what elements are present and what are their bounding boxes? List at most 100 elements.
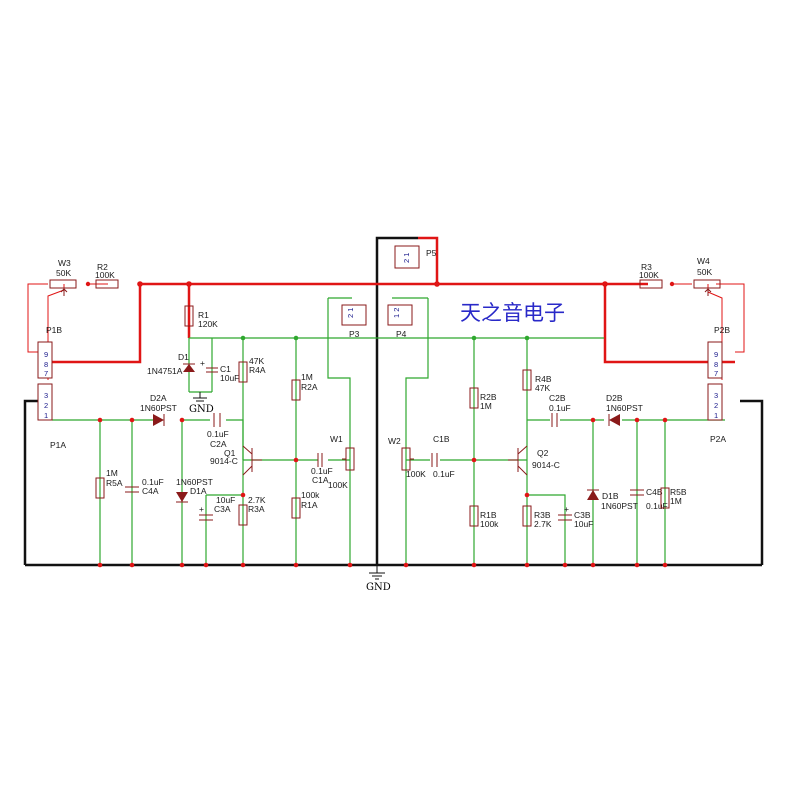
p2b-label: P2B xyxy=(714,325,730,335)
p4-label: P4 xyxy=(396,329,407,339)
p1b-pin-9: 9 xyxy=(44,350,48,359)
q1-label: Q1 xyxy=(224,448,236,458)
c1a-label: C1A xyxy=(312,475,329,485)
schematic-title: 天之音电子 xyxy=(460,301,565,325)
pot-w4: W4 50K xyxy=(693,256,721,296)
r3b-label: R3B xyxy=(534,510,551,520)
r1a-value: 100k xyxy=(301,490,320,500)
w3-label: W3 xyxy=(58,258,71,268)
r4a-label: R4A xyxy=(249,365,266,375)
connector-p5: 2 1 P5 xyxy=(394,245,437,269)
d2b-value: 1N60PST xyxy=(606,403,643,413)
gnd-symbol-bottom: GND xyxy=(366,565,391,593)
p1a-pin-1: 1 xyxy=(44,411,48,420)
r2b-label: R2B xyxy=(480,392,497,402)
w1-value: 100K xyxy=(328,480,348,490)
resistor-r3b: R3B 2.7K xyxy=(522,505,552,529)
resistor-r1: R1 120K xyxy=(184,305,218,329)
q2-label: Q2 xyxy=(537,448,549,458)
resistor-r2a: 1M R2A xyxy=(291,372,318,401)
resistor-r2: R2 100K xyxy=(95,262,119,289)
gnd-label-left: GND xyxy=(189,404,214,415)
connector-p3: 2 1 P3 xyxy=(341,304,367,339)
r1-label: R1 xyxy=(198,310,209,320)
d2b-label: D2B xyxy=(606,393,623,403)
signal-wiring xyxy=(52,297,725,565)
cap-c1b: C1B 0.1uF xyxy=(431,434,455,479)
resistor-r5b: R5B 1M xyxy=(660,487,687,509)
r5a-label: R5A xyxy=(106,478,123,488)
rail-junctions xyxy=(85,281,675,287)
r2-label: R2 xyxy=(97,262,108,272)
p1b-label: P1B xyxy=(46,325,62,335)
r1a-label: R1A xyxy=(301,500,318,510)
r3-label: R3 xyxy=(641,262,652,272)
r4b-label: R4B xyxy=(535,374,552,384)
r2b-value: 1M xyxy=(480,401,492,411)
c1b-value: 0.1uF xyxy=(433,469,455,479)
cap-c2a: 0.1uF C2A xyxy=(207,413,229,449)
c1-value: 10uF xyxy=(220,373,239,383)
divider-red-wires xyxy=(27,283,745,380)
connector-p2b: 9 8 7 P2B xyxy=(707,325,730,379)
bottom-junctions xyxy=(97,562,668,568)
r2a-label: R2A xyxy=(301,382,318,392)
c1b-label: C1B xyxy=(433,434,450,444)
c3b-value: 10uF xyxy=(574,519,593,529)
connector-p4: 1 2 P4 xyxy=(387,304,413,339)
cap-c3a: + 10uF C3A xyxy=(199,495,235,521)
diode-d2a: D2A 1N60PST xyxy=(140,393,177,426)
r3-value: 100K xyxy=(639,270,659,280)
r1b-label: R1B xyxy=(480,510,497,520)
connector-p2a: 3 2 1 P2A xyxy=(707,383,726,444)
d1-value: 1N4751A xyxy=(147,366,183,376)
d1-label: D1 xyxy=(178,352,189,362)
p2a-pin-3: 3 xyxy=(714,391,718,400)
transistor-q2: Q2 9014-C xyxy=(508,445,560,476)
resistor-r3: R3 100K xyxy=(639,262,663,289)
gnd-symbol-left: GND xyxy=(189,392,214,415)
r3a-label: R3A xyxy=(248,504,265,514)
r5b-value: 1M xyxy=(670,496,682,506)
w4-value: 50K xyxy=(697,267,712,277)
c4a-label: C4A xyxy=(142,486,159,496)
diode-d1a: 1N60PST D1A xyxy=(176,477,213,503)
cap-c4a: 0.1uF C4A xyxy=(125,477,164,496)
p3-pins: 2 1 xyxy=(346,308,355,318)
d2a-label: D2A xyxy=(150,393,167,403)
c3b-label: C3B xyxy=(574,510,591,520)
p1a-label: P1A xyxy=(50,440,66,450)
svg-text:+: + xyxy=(200,358,205,368)
gnd-label-bottom: GND xyxy=(366,582,391,593)
pot-w3: W3 50K xyxy=(49,258,77,296)
w1-label: W1 xyxy=(330,434,343,444)
cap-c1: + C1 10uF xyxy=(200,358,239,383)
d1b-label: D1B xyxy=(602,491,619,501)
pot-w2: W2 100K xyxy=(388,436,426,479)
q2-value: 9014-C xyxy=(532,460,560,470)
r1-value: 120K xyxy=(198,319,218,329)
cap-c1a: 0.1uF C1A xyxy=(311,453,333,485)
p1b-pin-8: 8 xyxy=(44,360,48,369)
signal-junctions xyxy=(97,335,668,498)
c2a-label: C2A xyxy=(210,439,227,449)
diode-d1b: D1B 1N60PST xyxy=(587,489,638,511)
r4b-value: 47K xyxy=(535,383,550,393)
resistor-r2b: R2B 1M xyxy=(469,387,497,411)
p2b-pin-9: 9 xyxy=(714,350,718,359)
cap-c2b: C2B 0.1uF xyxy=(549,393,571,427)
resistor-r1a: 100k R1A xyxy=(291,490,320,519)
diode-d2b: D2B 1N60PST xyxy=(606,393,643,426)
power-rail xyxy=(40,236,735,364)
c2b-value: 0.1uF xyxy=(549,403,571,413)
w3-value: 50K xyxy=(56,268,71,278)
c1a-value: 0.1uF xyxy=(311,466,333,476)
w2-value: 100K xyxy=(406,469,426,479)
w2-label: W2 xyxy=(388,436,401,446)
cap-c3b: + C3B 10uF xyxy=(558,504,593,529)
r4a-value: 47K xyxy=(249,356,264,366)
p5-pins: 2 1 xyxy=(402,253,411,263)
d1a-value: 1N60PST xyxy=(176,477,213,487)
r3b-value: 2.7K xyxy=(534,519,552,529)
r5b-label: R5B xyxy=(670,487,687,497)
